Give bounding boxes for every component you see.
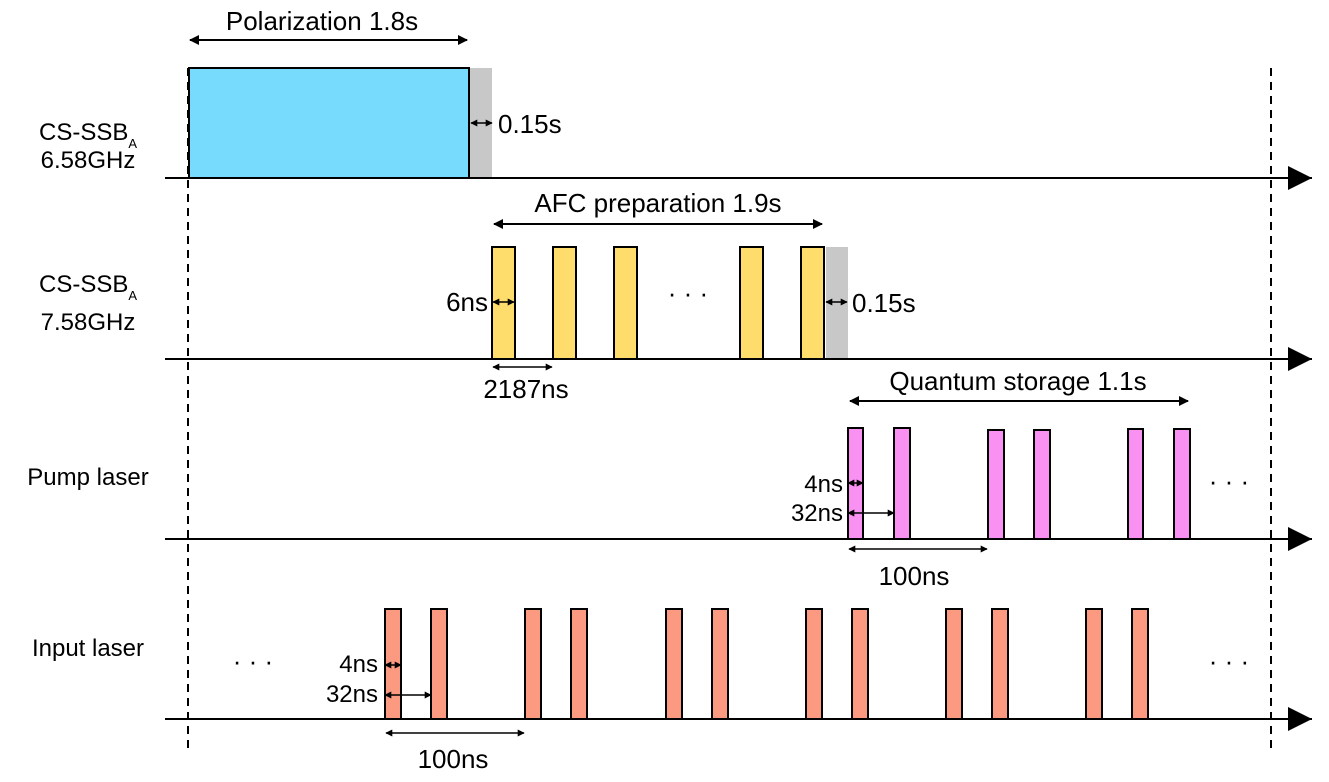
- row4-label: Input laser: [32, 635, 144, 662]
- pump-delay-label: 32ns: [791, 500, 843, 527]
- row1-label: CS-SSBA: [39, 119, 137, 151]
- row2-label-freq: 7.58GHz: [41, 309, 136, 336]
- pump-pulse: [893, 427, 911, 540]
- row-input-laser: Input laser · · · · · · 4ns 32ns 100ns: [32, 608, 1312, 774]
- input-pulse: [851, 608, 869, 720]
- afc-pulse: [491, 246, 516, 360]
- input-pulse-group: [384, 608, 1149, 720]
- pump-pulse: [1033, 429, 1051, 540]
- storage-duration-label: Quantum storage 1.1s: [889, 366, 1146, 396]
- width6-label: 6ns: [446, 287, 488, 317]
- input-pulse: [1131, 608, 1149, 720]
- row-pump-laser: Pump laser · · · Quantum storage 1.1s 4n…: [27, 366, 1312, 591]
- afc-duration-label: AFC preparation 1.9s: [534, 188, 781, 218]
- polarization-duration-label: Polarization 1.8s: [226, 6, 418, 36]
- row2-label: CS-SSBA: [39, 271, 137, 303]
- input-pulse: [805, 608, 823, 720]
- input-pulse: [991, 608, 1009, 720]
- polarization-pulse: [188, 67, 470, 179]
- period2187-label: 2187ns: [483, 374, 568, 404]
- input-delay-label: 32ns: [326, 681, 378, 708]
- input-width-label: 4ns: [339, 651, 378, 678]
- row-cs-ssb-7-58ghz: CS-SSBA 7.58GHz · · · AFC preparation 1.…: [39, 188, 1312, 404]
- pump-pulse: [987, 429, 1005, 540]
- row3-label: Pump laser: [27, 464, 148, 491]
- afc-pulse: [739, 246, 764, 360]
- afc-pulse: [800, 246, 825, 360]
- afc-ellipsis: · · ·: [668, 278, 708, 308]
- afc-pulse: [552, 246, 577, 360]
- pump-width-label: 4ns: [804, 471, 843, 498]
- input-pulse: [1085, 608, 1103, 720]
- pump-pulse: [1173, 428, 1191, 540]
- input-pulse: [945, 608, 963, 720]
- input-period-label: 100ns: [418, 744, 489, 774]
- gap2-label: 0.15s: [852, 288, 916, 318]
- input-pulse: [711, 608, 729, 720]
- row1-label-freq: 6.58GHz: [41, 147, 136, 174]
- gap-block-2: [826, 247, 848, 359]
- row-cs-ssb-6-58ghz: CS-SSBA 6.58GHz Polarization 1.8s 0.15s: [39, 6, 1312, 190]
- input-pulse: [665, 608, 683, 720]
- input-pulse: [570, 608, 588, 720]
- afc-pulse: [613, 246, 638, 360]
- pump-pulse: [1127, 428, 1144, 540]
- pump-ellipsis: · · ·: [1209, 466, 1249, 496]
- input-pulse: [384, 608, 402, 720]
- input-ellipsis-right: · · ·: [1209, 646, 1249, 676]
- input-pulse: [430, 608, 448, 720]
- input-pulse: [524, 608, 542, 720]
- input-ellipsis-left: · · ·: [233, 646, 273, 676]
- gap1-label: 0.15s: [498, 109, 562, 139]
- pump-period-label: 100ns: [879, 561, 950, 591]
